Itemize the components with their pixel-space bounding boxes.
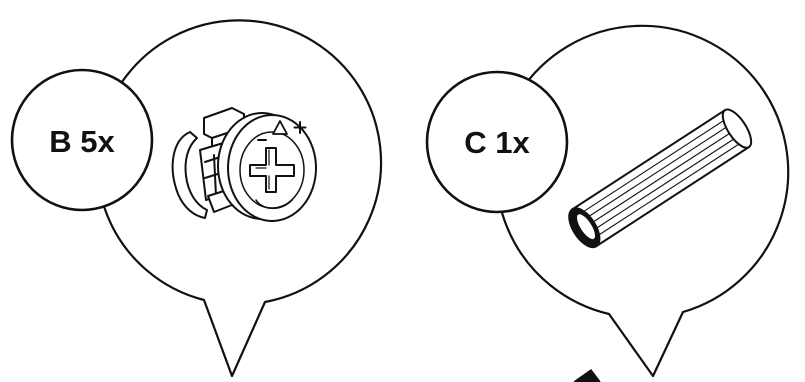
cam-lock-fitting-icon: [171, 107, 317, 222]
callout-c-badge: C 1x: [425, 70, 569, 214]
callout-c-label: C 1x: [464, 125, 530, 160]
callout-b: B 5x: [10, 19, 383, 378]
callout-b-badge: B 5x: [10, 68, 154, 212]
cropped-part-edge: [573, 368, 601, 382]
callout-b-label: B 5x: [49, 124, 115, 159]
wooden-dowel-icon: [568, 108, 753, 249]
callout-c: C 1x: [425, 24, 790, 378]
